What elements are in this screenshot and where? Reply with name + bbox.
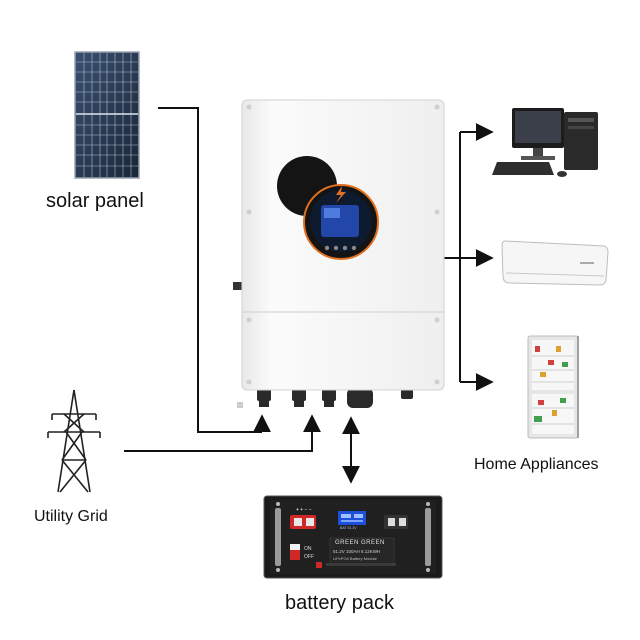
battery-spec-text: 51.2V 100AH 5.12KWH [333,549,381,554]
transmission-tower-icon [47,389,101,493]
solar-panel-label: solar panel [46,190,144,212]
desktop-computer-icon [492,108,598,177]
refrigerator-icon [527,335,579,439]
solar-panel-icon [74,51,140,179]
home-appliances-label: Home Appliances [474,456,599,473]
battery-pack-label: battery pack [285,592,394,614]
utility-grid-label: Utility Grid [34,508,108,525]
battery-brand-text: GREEN GREEN [335,540,385,546]
inverter-cable-glands [257,388,413,408]
air-conditioner-icon [501,240,609,286]
battery-on-text: ON [304,546,312,552]
connection-lines [124,107,494,484]
inverter-icon [233,99,445,408]
battery-icon [263,495,443,579]
battery-display-text: BAT 51.2V [340,526,357,530]
grid-to-inverter-line [124,414,321,452]
solar-to-inverter-line [158,107,262,433]
battery-off-text: OFF [304,554,314,560]
battery-subtitle-text: LiFePO4 Battery Module [333,556,377,561]
battery-terminals-text: + + − − [296,507,312,513]
